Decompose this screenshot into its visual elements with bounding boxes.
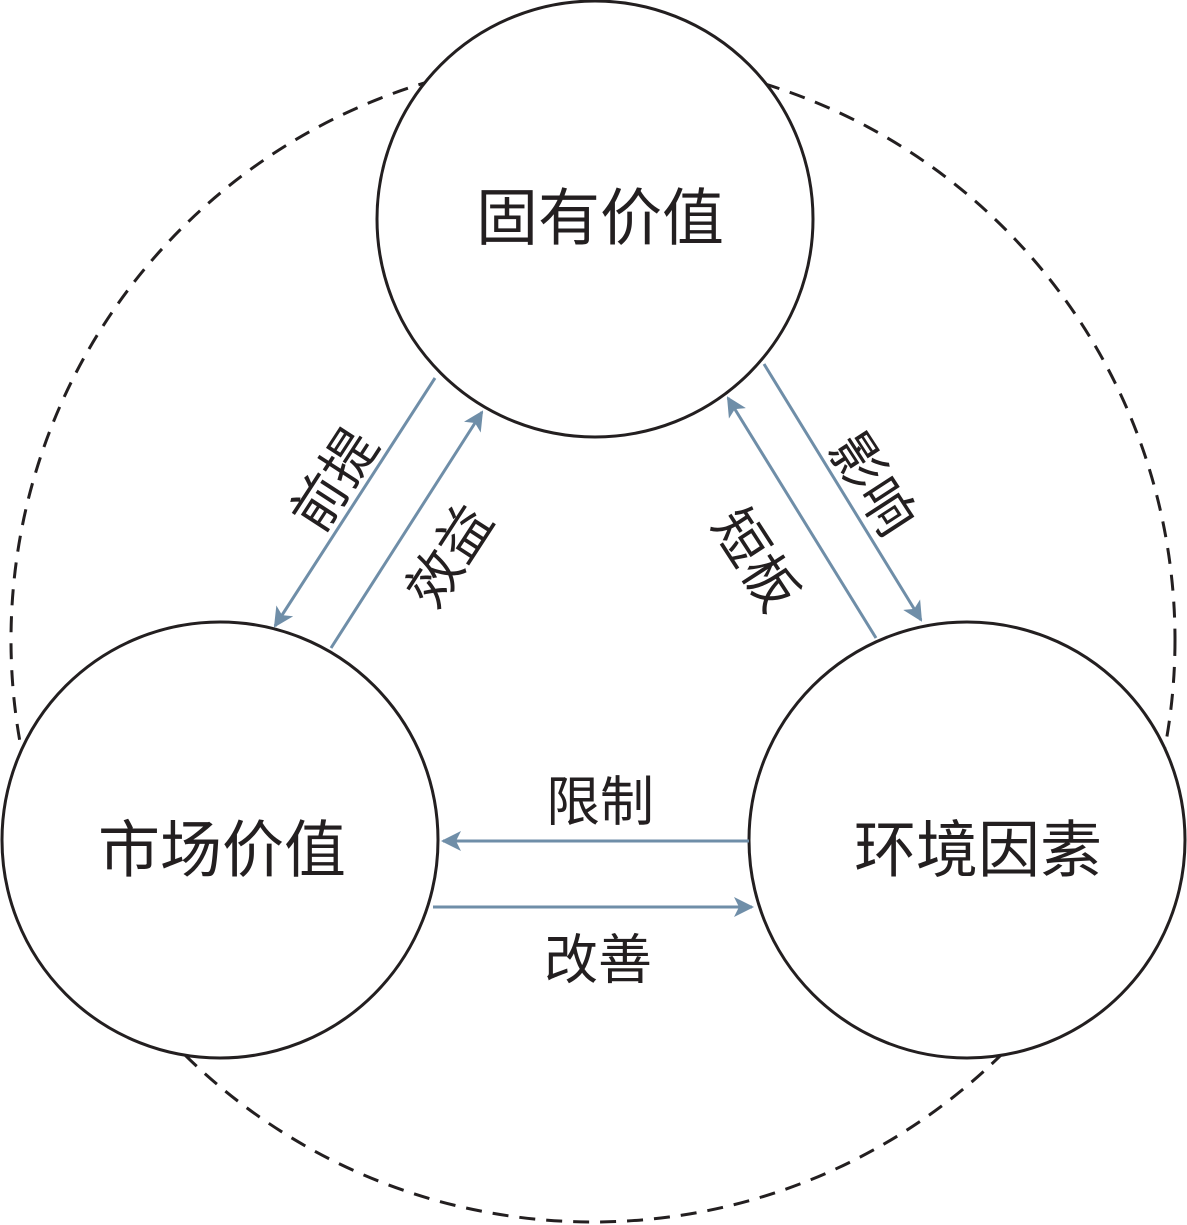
edge-label-benefit: 效益 — [394, 494, 506, 619]
edge-label-restriction: 限制 — [546, 771, 654, 834]
node-circle-market-value — [0, 620, 440, 1060]
arrow-premise — [273, 377, 437, 628]
edge-label-influence: 影响 — [816, 422, 928, 547]
arrow-benefit — [329, 410, 484, 649]
node-circle-inherent-value — [375, 0, 815, 439]
arrow-influence — [762, 363, 923, 622]
node-label-market-value: 市场价值 — [98, 814, 346, 887]
edge-label-improvement: 改善 — [544, 929, 652, 992]
arrow-shortcoming — [726, 396, 878, 639]
node-label-environment-factors: 环境因素 — [854, 814, 1102, 887]
edge-label-shortcoming: 短板 — [699, 498, 811, 623]
edge-label-premise: 前提 — [279, 418, 391, 543]
node-label-inherent-value: 固有价值 — [476, 182, 724, 255]
